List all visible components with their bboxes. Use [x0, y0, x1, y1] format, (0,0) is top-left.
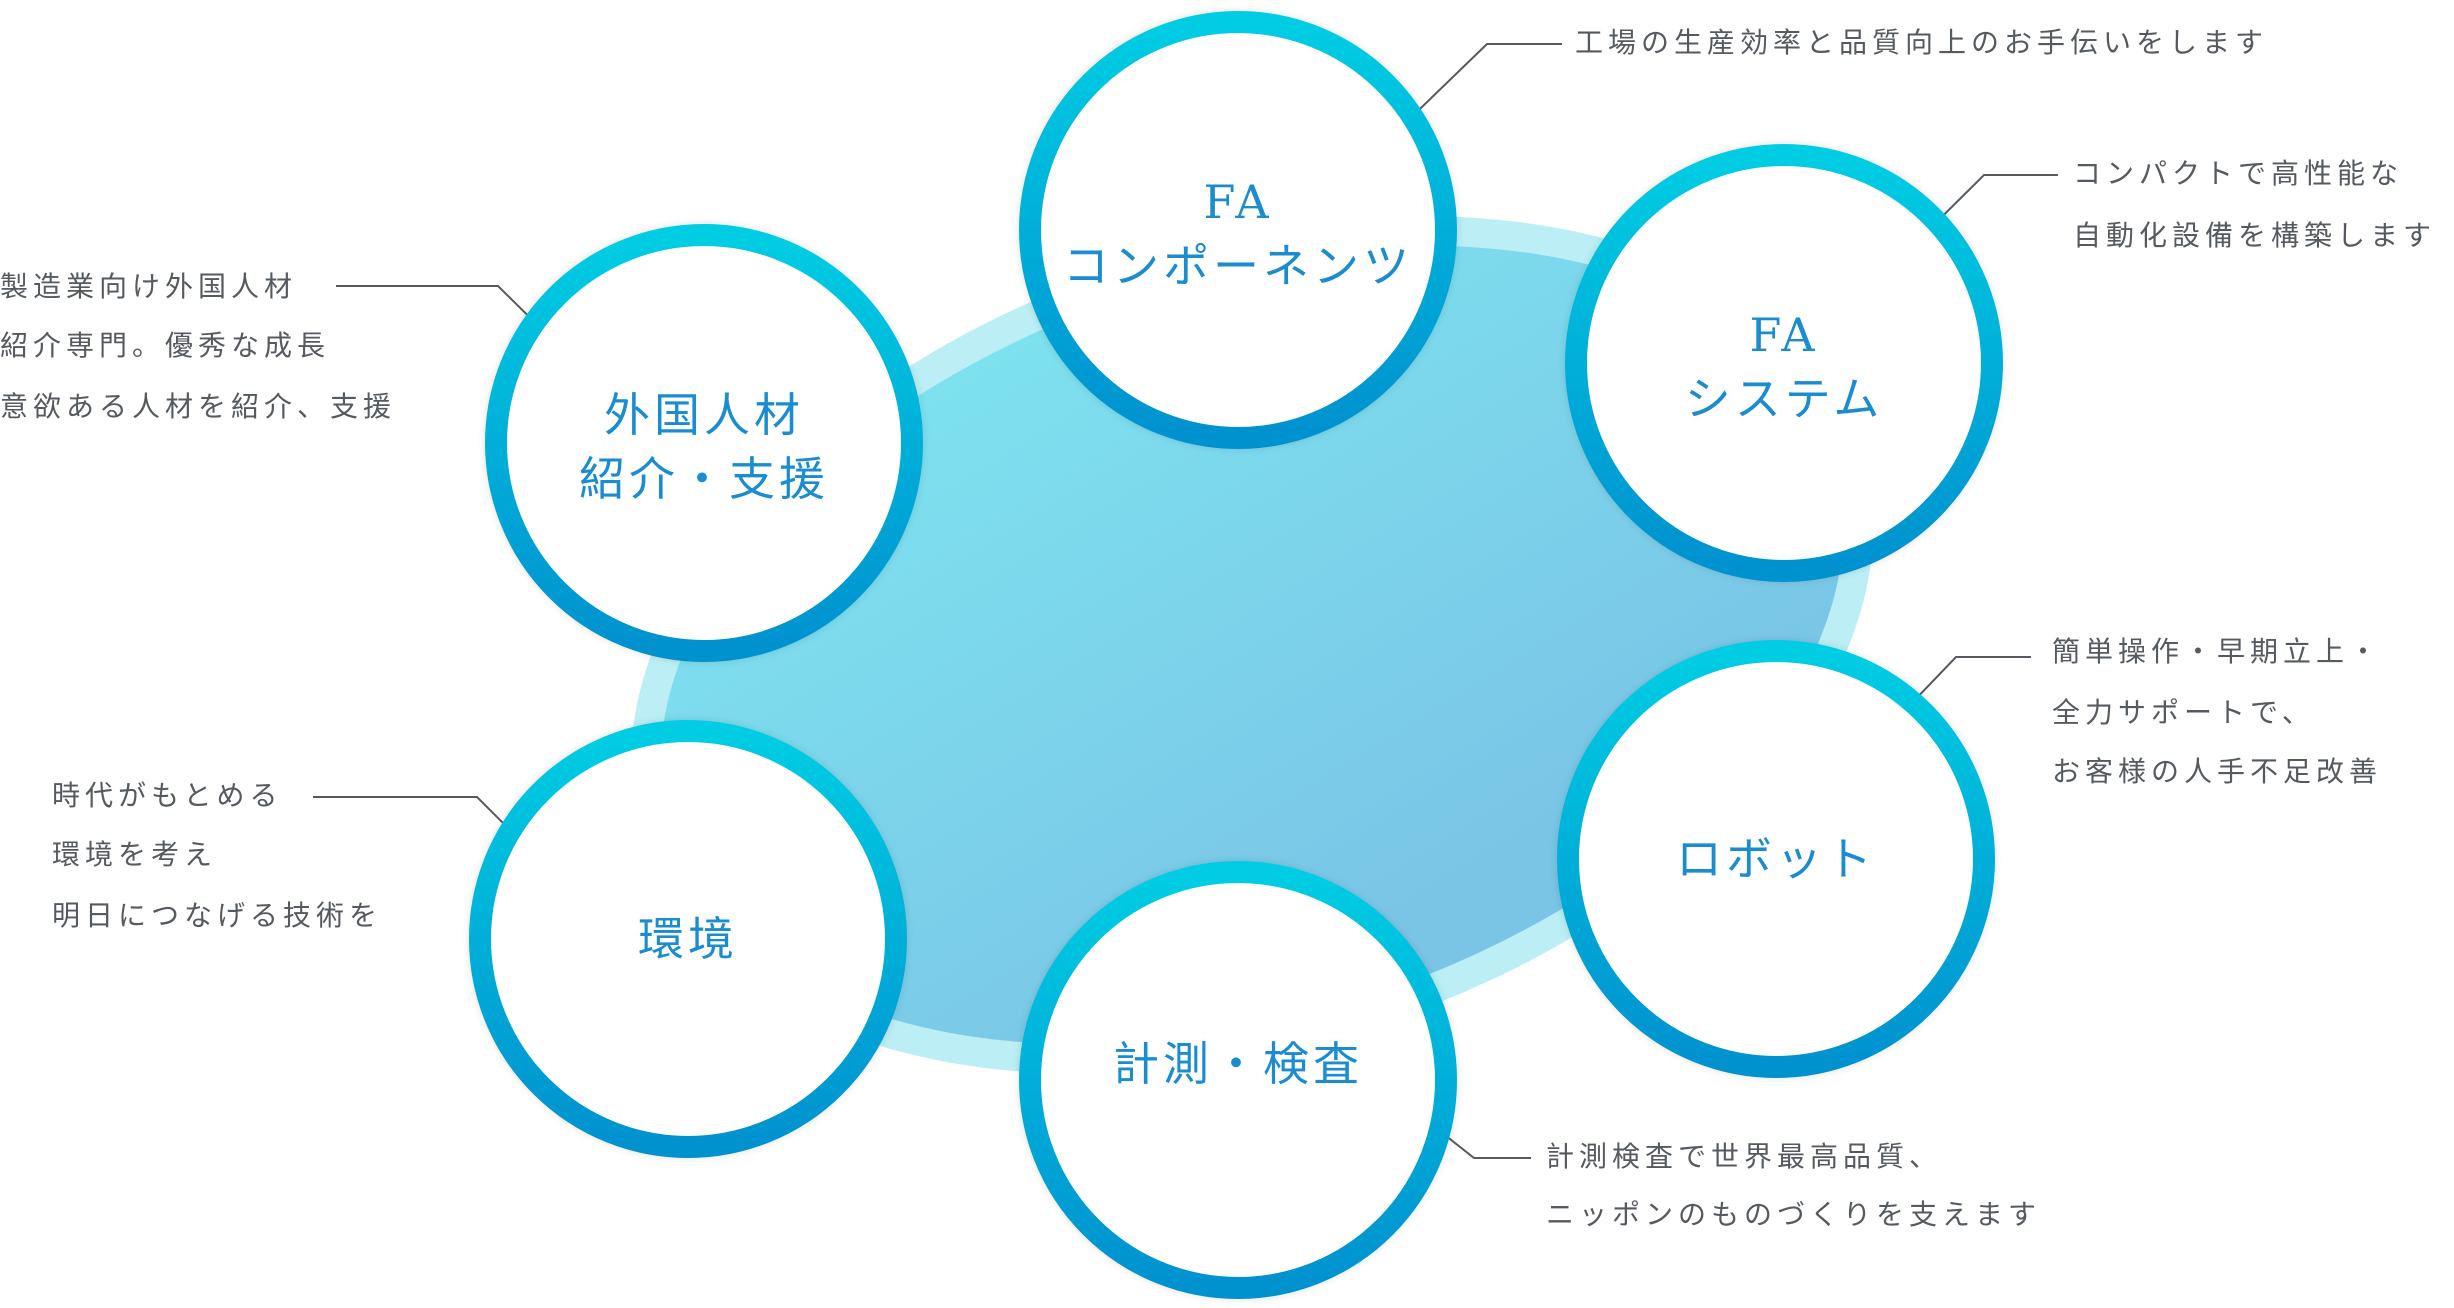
desc-foreign-talent: 製造業向け外国人材 紹介専門。優秀な成長 意欲ある人材を紹介、支援	[0, 270, 396, 423]
desc-line: コンパクトで高性能な	[2073, 157, 2403, 190]
desc-fa-components: 工場の生産効率と品質向上のお手伝いをします	[1575, 26, 2268, 59]
desc-line: 意欲ある人材を紹介、支援	[0, 390, 396, 423]
node-robot[interactable]: ロボット	[1557, 640, 1995, 1078]
desc-fa-system: コンパクトで高性能な 自動化設備を構築します	[2073, 157, 2436, 252]
desc-measurement: 計測検査で世界最高品質、 ニッポンのものづくりを支えます	[1546, 1140, 2041, 1231]
desc-robot: 簡単操作・早期立上・ 全力サポートで、 お客様の人手不足改善	[2052, 635, 2382, 788]
desc-line: 簡単操作・早期立上・	[2052, 635, 2382, 668]
desc-line: お客様の人手不足改善	[2052, 755, 2382, 788]
node-title: 紹介・支援	[579, 452, 829, 506]
desc-line: 全力サポートで、	[2052, 696, 2315, 729]
node-fa-system[interactable]: FA システム	[1565, 144, 2003, 582]
node-title: コンポーネンツ	[1063, 239, 1413, 293]
node-measurement[interactable]: 計測・検査	[1019, 861, 1457, 1299]
node-environment[interactable]: 環境	[469, 720, 907, 1158]
desc-line: 製造業向け外国人材	[0, 270, 297, 303]
node-title: FA	[1749, 308, 1818, 362]
node-title: ロボット	[1676, 832, 1876, 886]
desc-line: 紹介専門。優秀な成長	[0, 329, 330, 362]
desc-line: 自動化設備を構築します	[2073, 219, 2436, 252]
node-title: 計測・検査	[1113, 1037, 1363, 1091]
desc-line: 工場の生産効率と品質向上のお手伝いをします	[1575, 26, 2268, 59]
node-title: システム	[1685, 372, 1884, 426]
desc-line: 時代がもとめる	[52, 779, 282, 812]
desc-line: 明日につなげる技術を	[52, 899, 382, 932]
node-foreign-talent[interactable]: 外国人材 紹介・支援	[485, 224, 923, 662]
node-title: 外国人材	[604, 388, 804, 442]
desc-line: 計測検査で世界最高品質、	[1546, 1140, 1942, 1173]
node-title: 環境	[638, 912, 738, 966]
desc-environment: 時代がもとめる 環境を考え 明日につなげる技術を	[52, 779, 382, 932]
desc-line: ニッポンのものづくりを支えます	[1546, 1198, 2041, 1231]
node-title: FA	[1203, 175, 1272, 229]
node-fa-components[interactable]: FA コンポーネンツ	[1019, 11, 1457, 449]
desc-line: 環境を考え	[52, 838, 217, 871]
